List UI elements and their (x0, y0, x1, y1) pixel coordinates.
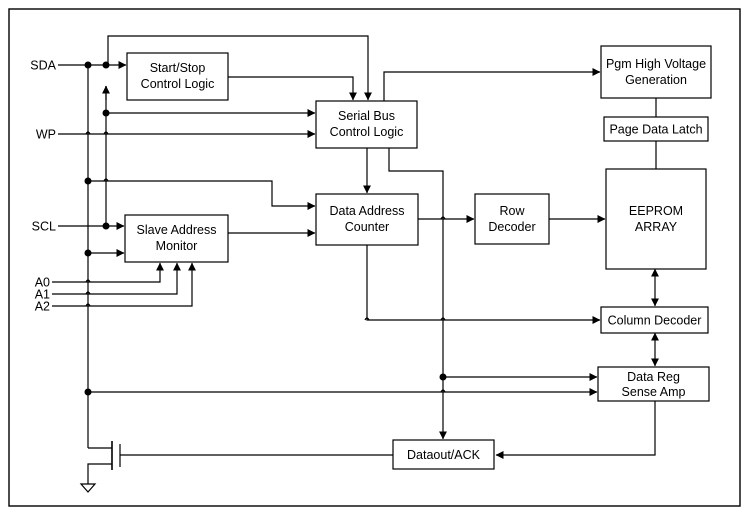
transistor-source (87, 463, 112, 484)
data-address-line1: Data Address (329, 204, 404, 218)
serial-bus-line2: Control Logic (330, 125, 404, 139)
data-address-line2: Counter (345, 220, 389, 234)
pin-scl: SCL (32, 220, 56, 234)
data-reg-line2: Sense Amp (622, 385, 686, 399)
pin-a0: A0 (35, 276, 50, 290)
block-row-decoder: Row Decoder (474, 193, 550, 245)
eeprom-line2: ARRAY (635, 220, 678, 234)
wire-sda-to-data-address (88, 180, 316, 210)
block-serial-bus: Serial Bus Control Logic (315, 100, 418, 149)
block-eeprom-array: EEPROM ARRAY (605, 168, 707, 270)
row-decoder-line2: Decoder (488, 220, 535, 234)
pin-labels: SDA WP SCL A0 A1 A2 (30, 59, 56, 314)
pin-a1: A1 (35, 288, 50, 302)
slave-address-line2: Monitor (156, 239, 198, 253)
data-reg-line1: Data Reg (627, 370, 680, 384)
start-stop-line2: Control Logic (141, 77, 215, 91)
block-column-decoder: Column Decoder (600, 306, 709, 334)
wire-serialbus-to-dataout (388, 148, 447, 440)
wire-datareg-to-dataout (495, 401, 656, 459)
eeprom-line1: EEPROM (629, 204, 683, 218)
dataout-ack-label: Dataout/ACK (407, 448, 481, 462)
pgm-high-voltage-line1: Pgm High Voltage (606, 57, 706, 71)
block-data-reg: Data Reg Sense Amp (597, 366, 710, 402)
wires (52, 35, 659, 493)
wire-startstop-to-serialbus (228, 76, 357, 101)
pin-sda: SDA (30, 59, 56, 73)
block-dataout-ack: Dataout/ACK (392, 439, 495, 470)
serial-bus-line1: Serial Bus (338, 109, 395, 123)
block-pgm-high-voltage: Pgm High Voltage Generation (600, 45, 712, 99)
pin-a2: A2 (35, 300, 50, 314)
pin-wp: WP (36, 128, 56, 142)
column-decoder-label: Column Decoder (608, 314, 702, 328)
wire-a0 (52, 262, 164, 283)
slave-address-line1: Slave Address (137, 223, 217, 237)
junction-dots (84, 61, 447, 396)
start-stop-line1: Start/Stop (150, 61, 206, 75)
block-page-data-latch: Page Data Latch (603, 116, 709, 142)
block-slave-address: Slave Address Monitor (124, 214, 229, 263)
row-decoder-line1: Row (499, 204, 525, 218)
wire-data-address-to-column (366, 245, 601, 324)
wire-serialbus-to-pgm (383, 68, 601, 101)
pgm-high-voltage-line2: Generation (625, 73, 687, 87)
block-data-address: Data Address Counter (315, 193, 419, 246)
wire-crossovers (85, 131, 446, 393)
page-data-latch-label: Page Data Latch (609, 123, 702, 137)
wire-sda-to-serial-bus (107, 35, 372, 101)
block-start-stop: Start/Stop Control Logic (126, 52, 229, 101)
ground-icon (79, 483, 97, 493)
wire-a2 (52, 262, 196, 307)
wire-a1 (52, 262, 181, 295)
